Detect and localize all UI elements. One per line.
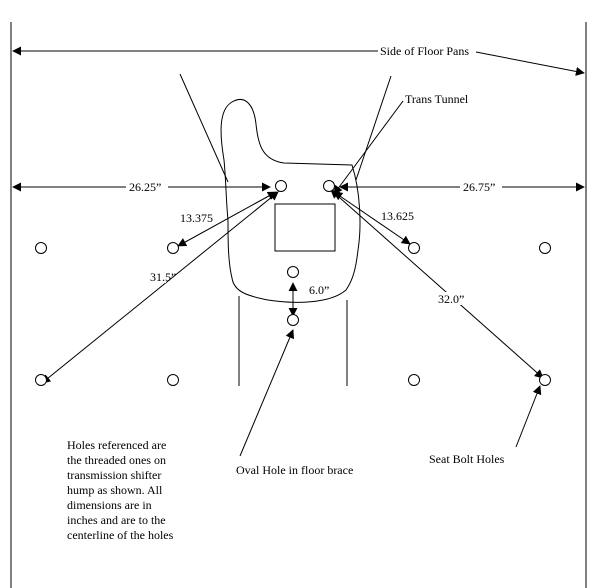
- dim-32-0-arrow: [330, 189, 544, 379]
- seat-bolt-hole: [35, 374, 47, 386]
- note-line: Holes referenced are: [67, 438, 167, 452]
- note-line: the threaded ones on: [67, 453, 166, 467]
- note-line: transmission shifter: [67, 468, 162, 482]
- oval-hole: [287, 314, 299, 326]
- oval-hole-arrow: [239, 329, 295, 457]
- seat-bolt-holes-arrow: [515, 385, 542, 448]
- threaded-hole-left: [275, 180, 287, 192]
- seat-bolt-hole: [167, 374, 179, 386]
- tunnel-left-line: [179, 73, 229, 183]
- note-line: dimensions are in: [67, 498, 152, 512]
- note-line: inches and are to the: [67, 513, 166, 527]
- seat-bolt-hole: [408, 374, 420, 386]
- seat-bolt-hole: [539, 242, 551, 254]
- dim-13-375-label: 13.375: [180, 211, 213, 225]
- seat-bolt-holes-label: Seat Bolt Holes: [429, 452, 505, 466]
- seat-bolt-hole: [167, 242, 179, 254]
- tunnel-right-line: [355, 75, 392, 181]
- trans-tunnel-arrow: [333, 100, 404, 195]
- shifter-hump-hole: [287, 266, 299, 278]
- dim-31-5-arrow: [41, 191, 279, 384]
- seat-bolt-hole: [539, 374, 551, 386]
- dim-26-25-label: 26.25”: [129, 180, 161, 194]
- oval-hole-label: Oval Hole in floor brace: [236, 463, 353, 477]
- seat-bolt-hole: [35, 242, 47, 254]
- side-of-floor-pans-arrow-right: [475, 51, 585, 76]
- side-of-floor-pans-label: Side of Floor Pans: [380, 44, 469, 58]
- holes-reference-note: Holes referenced are the threaded ones o…: [67, 438, 217, 543]
- dim-31-5-label: 31.5”: [150, 270, 176, 284]
- shifter-opening: [274, 203, 336, 252]
- dim-6-0-label: 6.0”: [309, 283, 329, 297]
- trans-tunnel-label: Trans Tunnel: [405, 92, 469, 106]
- dim-13-625-label: 13.625: [381, 209, 414, 223]
- seat-bolt-hole: [408, 242, 420, 254]
- threaded-hole-right: [323, 180, 335, 192]
- dim-26-75-label: 26.75”: [463, 180, 495, 194]
- note-line: hump as shown. All: [67, 483, 163, 497]
- note-line: centerline of the holes: [67, 528, 174, 542]
- dim-32-0-label: 32.0”: [438, 292, 464, 306]
